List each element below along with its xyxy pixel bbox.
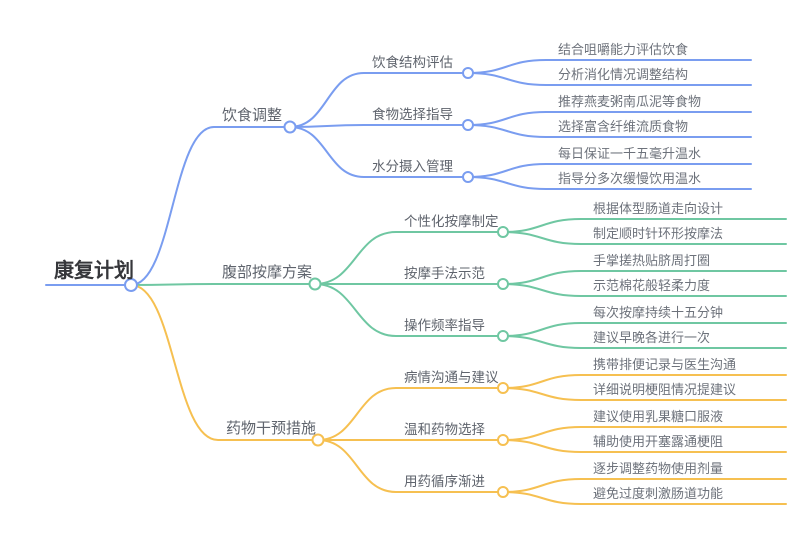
branch-node-circle[interactable] [283,120,297,134]
leaf-node[interactable]: 建议早晚各进行一次 [593,330,711,345]
sub-connector [289,126,469,178]
leaf-node[interactable]: 每次按摩持续十五分钟 [593,305,724,320]
sub-node[interactable]: 个性化按摩制定 [404,214,499,229]
leaf-node[interactable]: 避免过度刺激肠道功能 [593,486,724,501]
leaf-connector [502,231,787,245]
sub-connector [289,72,469,128]
sub-node[interactable]: 饮食结构评估 [372,55,453,70]
branch-node-circle[interactable] [311,433,325,447]
leaf-connector [502,335,787,349]
branch-connector [130,284,319,441]
leaf-connector [467,176,752,190]
leaf-connector [502,387,787,401]
sub-node-circle[interactable] [497,434,509,446]
sub-node-circle[interactable] [497,278,509,290]
leaf-connector [502,491,787,505]
leaf-node[interactable]: 分析消化情况调整结构 [558,67,689,82]
sub-connector [314,231,504,285]
leaf-node[interactable]: 结合咀嚼能力评估饮食 [558,42,689,57]
sub-node[interactable]: 温和药物选择 [404,422,485,437]
leaf-node[interactable]: 详细说明梗阻情况提建议 [593,382,737,397]
leaf-node[interactable]: 手掌搓热贴脐周打圈 [593,253,711,268]
branch-node[interactable]: 药物干预措施 [226,420,317,437]
sub-node-circle[interactable] [462,171,474,183]
sub-node[interactable]: 操作频率指导 [404,318,485,333]
sub-node[interactable]: 用药循序渐进 [404,474,485,489]
leaf-node[interactable]: 根据体型肠道走向设计 [593,201,724,216]
sub-connector [314,283,504,337]
branch-connector [130,283,316,286]
leaf-node[interactable]: 建议使用乳果糖口服液 [593,409,724,424]
sub-node-circle[interactable] [497,330,509,342]
sub-connector [289,124,469,128]
branch-node-circle[interactable] [308,277,322,291]
leaf-node[interactable]: 携带排便记录与医生沟通 [593,357,737,372]
leaf-node[interactable]: 推荐燕麦粥南瓜泥等食物 [558,94,702,109]
leaf-connector [502,439,787,453]
sub-connector [317,387,504,441]
leaf-connector [502,283,787,297]
branch-node[interactable]: 饮食调整 [222,107,283,124]
leaf-node[interactable]: 制定顺时针环形按摩法 [593,226,724,241]
leaf-node[interactable]: 每日保证一千五毫升温水 [558,146,702,161]
sub-node[interactable]: 食物选择指导 [372,107,453,122]
sub-connector [317,439,504,493]
leaf-connector [467,72,752,86]
sub-node-circle[interactable] [497,226,509,238]
root-node-circle[interactable] [124,278,138,292]
branch-node[interactable]: 腹部按摩方案 [222,264,313,281]
sub-node[interactable]: 病情沟通与建议 [404,370,499,385]
leaf-node[interactable]: 选择富含纤维流质食物 [558,119,689,134]
root-node[interactable]: 康复计划 [54,260,134,282]
sub-node-circle[interactable] [497,382,509,394]
sub-node[interactable]: 水分摄入管理 [372,159,453,174]
leaf-node[interactable]: 辅助使用开塞露通梗阻 [593,434,724,449]
sub-node-circle[interactable] [462,119,474,131]
leaf-node[interactable]: 指导分多次缓慢饮用温水 [558,171,702,186]
sub-node[interactable]: 按摩手法示范 [404,266,485,281]
sub-node-circle[interactable] [462,67,474,79]
leaf-node[interactable]: 逐步调整药物使用剂量 [593,461,724,476]
leaf-node[interactable]: 示范棉花般轻柔力度 [593,278,711,293]
sub-node-circle[interactable] [497,486,509,498]
leaf-connector [467,124,752,138]
branch-connector [130,126,291,286]
